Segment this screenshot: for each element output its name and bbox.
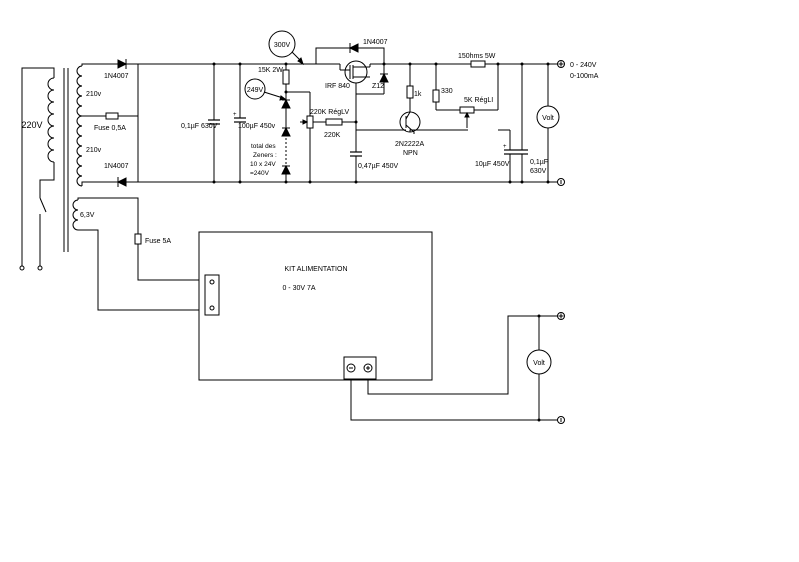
out-range-label-2: 0-100mA (570, 73, 599, 80)
transistor-label-2: NPN (403, 150, 418, 157)
hv-secondary: 210v 210v Fuse 0,5A (76, 63, 139, 187)
kit-title: KIT ALIMENTATION (284, 266, 347, 273)
cap-10uF-450V: + 10µF 450V (475, 129, 516, 184)
cap-out-0.1uF: 0,1µF 630V (516, 62, 548, 184)
kit-input-connector (204, 274, 220, 316)
cap-047-label: 0,47µF 450V (358, 163, 399, 170)
fuse-lv (134, 233, 142, 245)
rectifier-diode-top: 1N4007 (104, 59, 129, 80)
res-15k-label: 15K 2W (258, 67, 283, 74)
fuse-hv-label: Fuse 0,5A (94, 125, 126, 132)
res-150-label: 150hms 5W (458, 53, 496, 60)
zener-diode-string: total des Zeners : 10 x 24V =240V (250, 90, 291, 184)
volt1-label: Volt (542, 115, 554, 122)
sec-lv-label: 6,3V (80, 212, 95, 219)
kit-output-connector (343, 356, 377, 380)
voltage-badge-300v: 300V (268, 30, 304, 66)
lv-output-wiring: Volt (350, 312, 565, 424)
badge-300v-label: 300V (274, 42, 291, 49)
cap2-label: 100µF 450v (238, 123, 276, 130)
res-330-label: 330 (441, 88, 453, 95)
res-1k-label: 1k (414, 91, 422, 98)
resistor-220k: 220K (313, 118, 356, 139)
out-range-label-1: 0 - 240V (570, 62, 597, 69)
svg-text:+: + (233, 112, 237, 118)
pot-5k-regli: 5K RégLI (459, 62, 500, 128)
hv-output-terminals: 0 - 240V 0-100mA (557, 60, 599, 186)
resistor-1k: 1k (406, 62, 422, 112)
cap1-label: 0,1µF 630V (181, 123, 218, 130)
diode-fb-label: 1N4007 (363, 39, 388, 46)
resistor-330: 330 (432, 62, 460, 111)
voltmeter-hv: Volt (536, 62, 560, 184)
zener-z12: Z12 (356, 62, 389, 95)
mosfet-irf840: IRF 840 (316, 60, 560, 122)
diode-bottom-label: 1N4007 (104, 163, 129, 170)
zener-note-2: Zeners : (253, 152, 277, 159)
kit-range: 0 - 30V 7A (282, 285, 315, 292)
badge-249v-label: 249V (247, 87, 264, 94)
diode-top-label: 1N4007 (104, 73, 129, 80)
kit-alimentation-module: KIT ALIMENTATION 0 - 30V 7A (198, 231, 433, 381)
resistor-15ohm-5w: 150hms 5W (458, 53, 496, 68)
mosfet-label: IRF 840 (325, 83, 350, 90)
fuse-lv-label: Fuse 5A (145, 238, 171, 245)
z12-label: Z12 (372, 83, 384, 90)
mains-voltage-label: 220V (21, 120, 42, 130)
sec-top-voltage-label: 210v (86, 91, 102, 98)
pot-220k-reglv: 220K RégLV (286, 91, 350, 184)
fuse-hv (105, 112, 119, 120)
cap-10u-label: 10µF 450V (475, 161, 510, 168)
feedback-diode-1n4007: 1N4007 (315, 39, 388, 64)
pot-i-label: 5K RégLI (464, 97, 493, 104)
rectifier-diode-bottom: 1N4007 (104, 163, 129, 187)
volt2-label: Volt (533, 360, 545, 367)
cap-0.1uF-630V: 0,1µF 630V (181, 62, 220, 184)
mains-primary: 220V (19, 67, 55, 271)
sec-bottom-voltage-label: 210v (86, 147, 102, 154)
cap-out-label-1: 0,1µF (530, 159, 548, 166)
cap-100uF-450v: + 100µF 450v (233, 62, 276, 184)
zener-note-1: total des (251, 143, 276, 150)
zener-note-3: 10 x 24V (250, 161, 276, 168)
pot-v-label: 220K RégLV (310, 109, 350, 116)
cap-0.47uF-450V: 0,47µF 450V (350, 120, 399, 184)
cap-out-label-2: 630V (530, 168, 547, 175)
lv-secondary: 6,3V Fuse 5A (72, 197, 206, 311)
res-220k-label: 220K (324, 132, 341, 139)
svg-text:+: + (503, 144, 507, 150)
transistor-2n2222a: 2N2222A NPN (356, 111, 468, 157)
voltage-badge-249v: 249V (244, 78, 287, 101)
zener-note-4: =240V (250, 170, 270, 177)
transistor-label-1: 2N2222A (395, 141, 425, 148)
transformer-core (63, 68, 69, 252)
